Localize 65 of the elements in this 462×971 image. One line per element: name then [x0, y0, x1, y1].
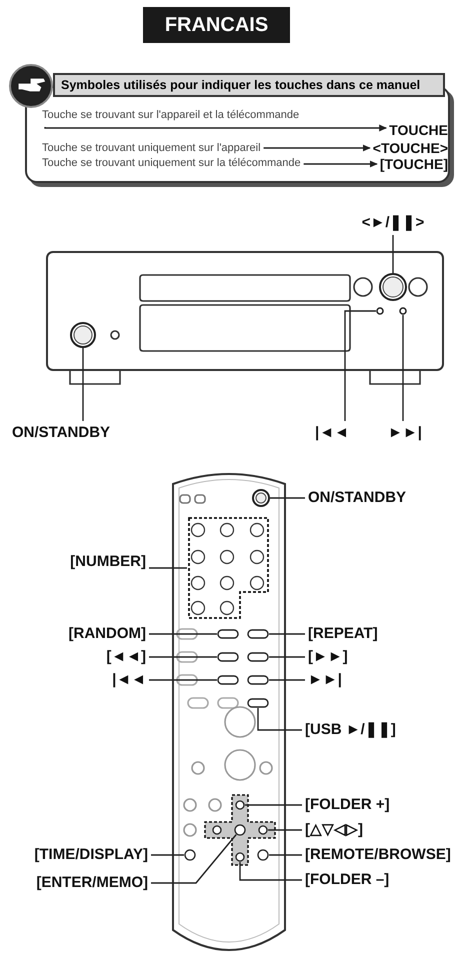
skip-back-button — [217, 675, 239, 685]
key-symbol: <TOUCHE> — [372, 139, 448, 157]
leader-line — [344, 310, 376, 421]
callout-label: [NUMBER] — [70, 553, 146, 571]
leader-line — [257, 708, 302, 731]
time-display-button — [184, 849, 196, 861]
callout-label: <►/❚❚> — [362, 214, 424, 232]
random-button — [217, 629, 239, 639]
key-symbol: TOUCHE — [389, 121, 448, 139]
play-pause-button — [247, 698, 269, 708]
leader-line — [269, 679, 305, 681]
leader-line — [268, 829, 302, 831]
power-button — [252, 489, 270, 507]
callout-label: ►►| — [308, 671, 342, 689]
callout-label: [REPEAT] — [308, 625, 378, 643]
callout-label: [►►] — [308, 648, 348, 666]
callout-label: [△▽◁▷] — [305, 821, 363, 839]
panel-heading: Symboles utilisés pour indiquer les touches dans ce manuel — [53, 73, 445, 97]
callout-label: [ENTER/MEMO] — [36, 874, 148, 892]
arrow — [44, 124, 388, 132]
leader-line — [269, 656, 305, 658]
leader-line — [402, 315, 404, 421]
arrow — [264, 144, 371, 152]
leader-line — [269, 854, 302, 856]
callout-label: [USB ►/❚❚] — [305, 721, 396, 739]
callout-label: ON/STANDBY — [308, 489, 406, 507]
callout-label: [TIME/DISPLAY] — [34, 846, 148, 864]
skip-back-button — [376, 307, 384, 315]
cursor-right-button — [258, 825, 268, 835]
callout-label: [RANDOM] — [68, 625, 146, 643]
key-symbol: [TOUCHE] — [380, 155, 448, 173]
callout-label: ON/STANDBY — [12, 424, 110, 442]
skip-forward-button — [399, 307, 407, 315]
callout-label: |◄◄ — [112, 671, 146, 689]
repeat-button — [247, 629, 269, 639]
enter-button — [234, 824, 246, 836]
language-tab: FRANCAIS — [143, 7, 290, 43]
leader-line — [392, 235, 394, 273]
leader-line — [149, 656, 217, 658]
callout-label: [FOLDER –] — [305, 871, 390, 889]
fast-forward-button — [247, 652, 269, 662]
leader-line — [149, 679, 217, 681]
leader-line — [149, 633, 217, 635]
leader-line — [239, 862, 302, 881]
leader-line — [269, 633, 305, 635]
rewind-button — [217, 652, 239, 662]
key-description: Touche se trouvant uniquement sur l'appareil — [42, 139, 261, 157]
arrow — [304, 160, 378, 168]
leader-line — [82, 348, 84, 421]
key-description: Touche se trouvant uniquement sur la télécommande — [42, 154, 301, 172]
callout-label: ►►| — [388, 424, 422, 442]
skip-forward-button — [247, 675, 269, 685]
leader-line — [149, 567, 187, 569]
number-keypad — [187, 517, 269, 619]
folder-up-button — [235, 800, 245, 810]
callout-label: |◄◄ — [315, 424, 349, 442]
leader-line — [270, 497, 305, 499]
leader-line — [151, 854, 184, 856]
callout-label: [REMOTE/BROWSE] — [305, 846, 451, 864]
cursor-left-button — [212, 825, 222, 835]
callout-label: [FOLDER +] — [305, 796, 390, 814]
remote-browse-button — [257, 849, 269, 861]
folder-down-button — [235, 852, 245, 862]
key-description: Touche se trouvant sur l'appareil et la télécommande — [42, 106, 300, 124]
callout-label: [◄◄] — [106, 648, 146, 666]
